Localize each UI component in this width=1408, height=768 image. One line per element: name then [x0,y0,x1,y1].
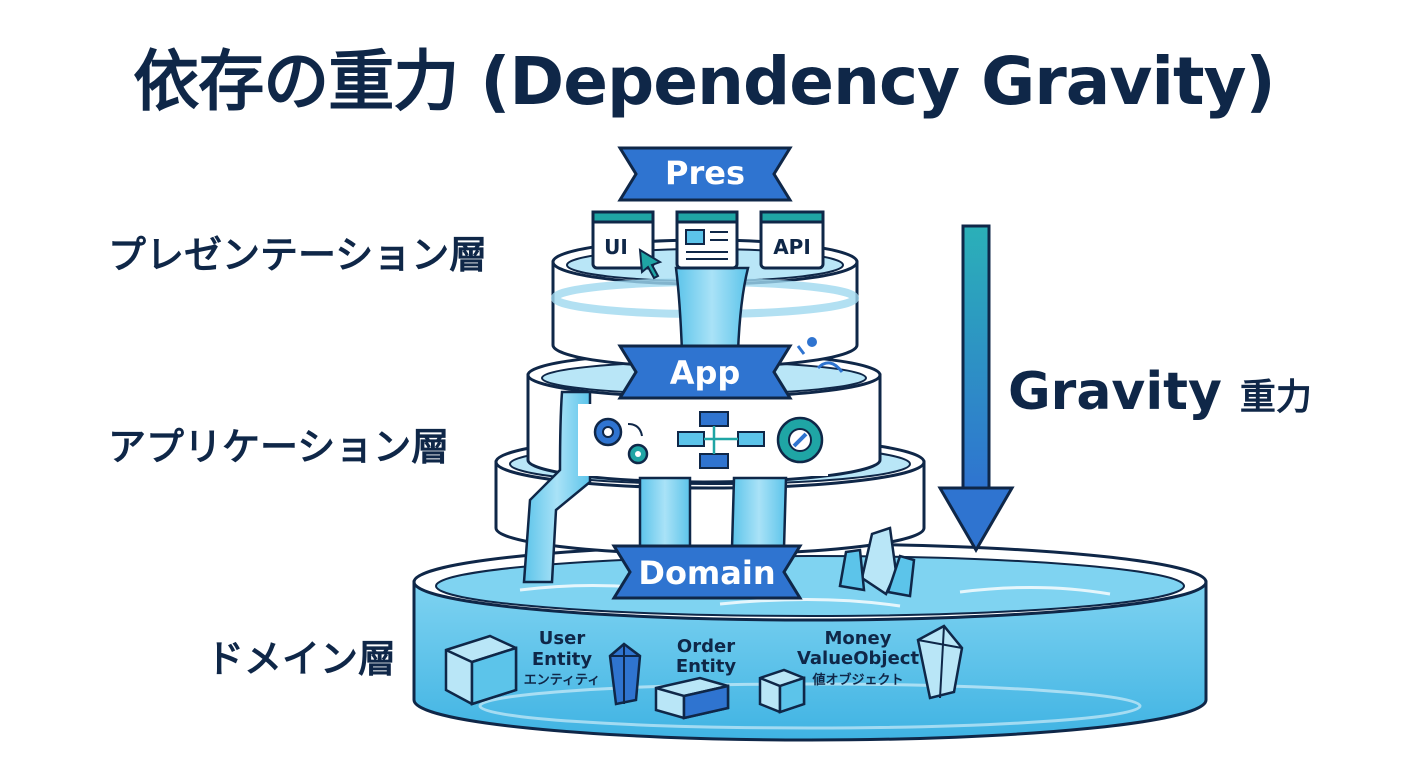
gravity-label-jp: 重力 [1239,377,1312,418]
web-layout-icon [685,229,705,245]
pres-banner: Pres [617,146,793,202]
ui-card-label: UI [604,235,628,259]
crystal-small-icon [608,642,642,706]
gears-icon [593,417,649,465]
web-page-card [675,210,739,270]
api-card: API [759,210,825,270]
presentation-layer-label: プレゼンテーション層 [108,233,488,277]
domain-banner: Domain [611,544,803,600]
crystal-cluster-icon [838,526,916,598]
gravity-label-en: Gravity [1008,362,1222,422]
order-entity-box-icon [654,676,730,720]
api-card-label: API [773,235,811,259]
order-entity-name: Order [677,636,735,657]
gravity-label: Gravity 重力 [1008,362,1312,422]
money-valueobject-type: ValueObject [797,648,920,669]
page-title: 依存の重力 (Dependency Gravity) [133,43,1275,120]
pres-banner-label: Pres [665,154,745,192]
user-entity-cube-icon [444,634,518,706]
user-entity-type: Entity [532,649,592,670]
money-valueobject-type-jp: 値オブジェクト [811,672,903,688]
water-streams [522,266,844,584]
domain-layer-label: ドメイン層 [206,637,397,681]
app-banner: App [617,344,793,400]
crystal-large-icon [916,624,964,700]
cursor-icon [638,248,663,280]
gear-wrench-icon [776,416,824,464]
app-banner-label: App [670,354,741,392]
app-icons-panel [578,404,828,476]
money-valueobject-name: Money [824,628,891,649]
domain-banner-label: Domain [638,554,775,592]
domain-tier [412,542,1208,742]
ui-card: UI [591,210,663,280]
user-entity-type-jp: エンティティ [524,673,600,688]
value-object-cube-icon [758,668,806,714]
order-entity-type: Entity [676,656,736,677]
application-layer-label: アプリケーション層 [108,425,450,469]
flowchart-icon [677,411,765,469]
gravity-arrow [937,224,1015,553]
user-entity-name: User [539,628,586,649]
